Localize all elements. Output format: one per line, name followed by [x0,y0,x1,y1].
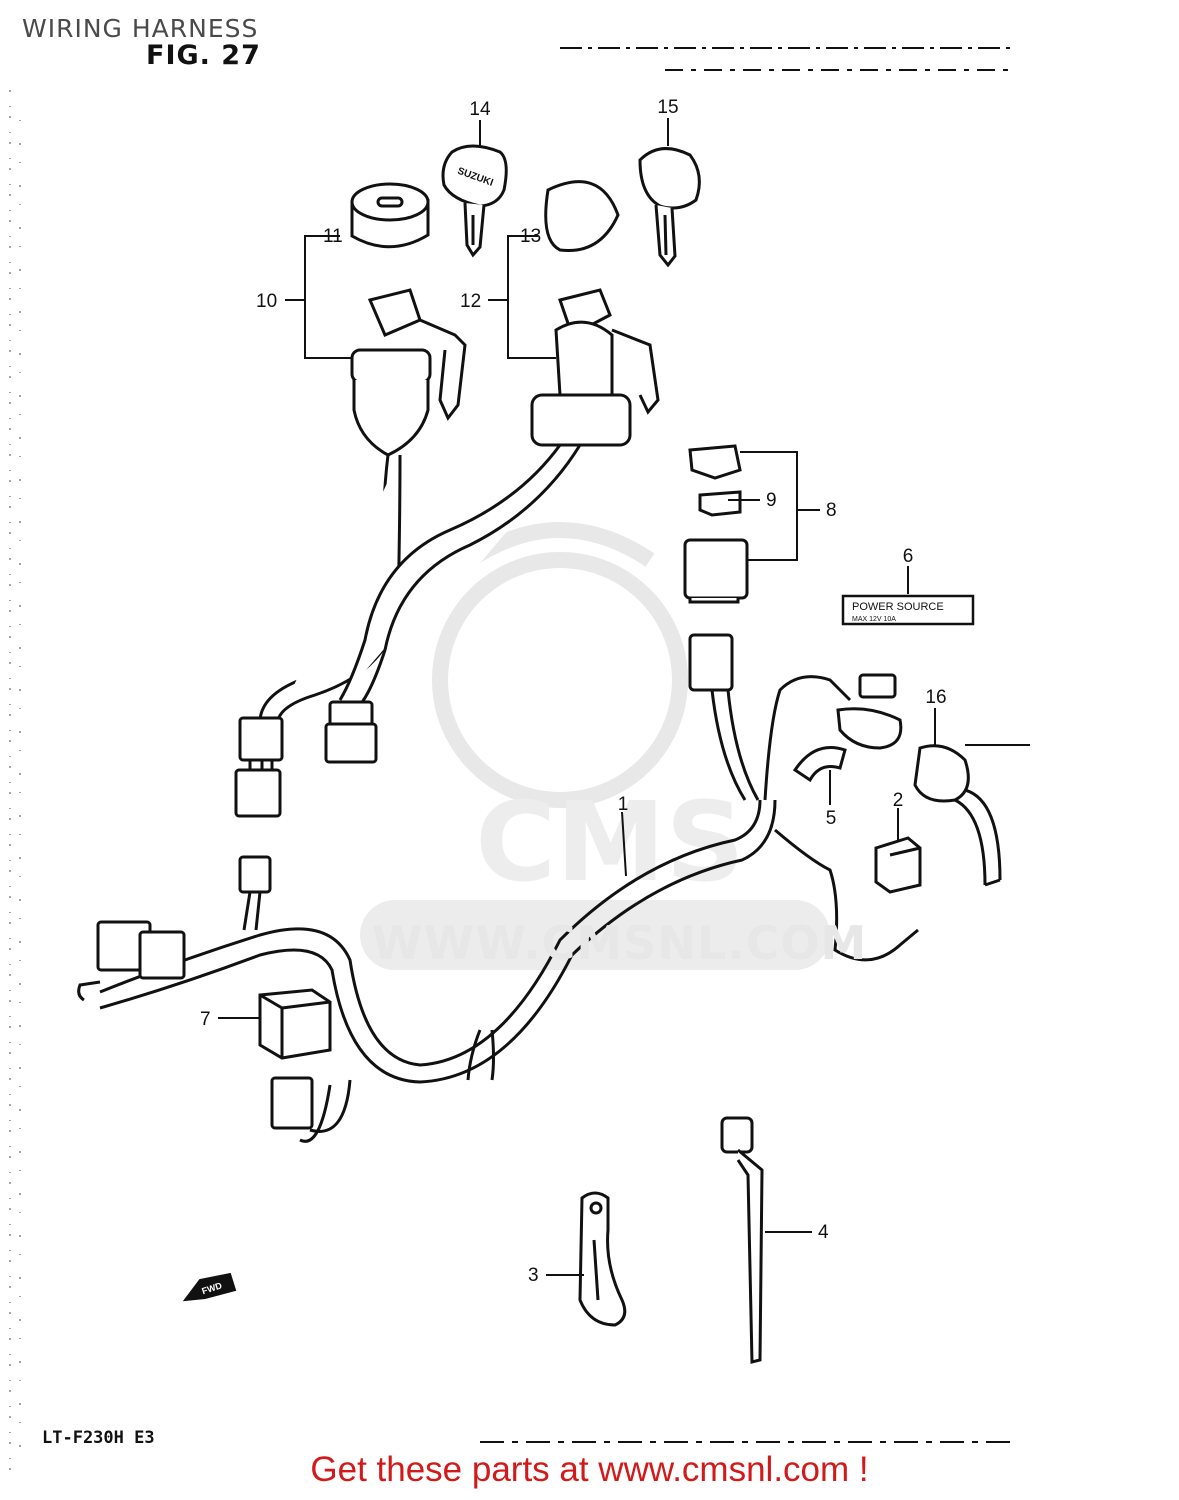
part-7-relay [258,988,332,1130]
callout-11: 11 [323,226,343,247]
callout-16: 16 [925,687,946,708]
model-code: LT-F230H E3 [42,1428,155,1448]
sticker-line1: POWER SOURCE [852,601,944,613]
callout-10: 10 [256,291,277,312]
watermark-logo-text: CMS [475,778,744,906]
part-14-key: SUZUKI [441,144,508,258]
figure-label: FIG. 27 [146,40,261,71]
part-11-cap [350,182,430,249]
header-rule [560,47,1010,71]
callout-numbers: 14 15 11 10 13 12 9 8 6 16 5 2 1 7 4 3 [200,97,947,1286]
get-parts-link[interactable]: Get these parts at www.cmsnl.com ! [310,1450,869,1489]
callout-5: 5 [826,808,837,829]
sticker-line2: MAX 12V 10A [852,616,896,623]
callout-14: 14 [469,99,491,120]
part-13-cap [544,180,620,253]
callout-1: 1 [618,794,629,815]
callout-2: 2 [893,790,904,811]
part-4-cable-tie [720,1116,764,1364]
part-15-key [638,147,701,268]
part-16-socket [836,673,1002,887]
part-1-harness [77,633,919,1143]
callout-13: 13 [520,226,541,247]
part-2-coupler [874,836,922,894]
callout-9: 9 [766,490,777,511]
callout-12: 12 [460,291,481,312]
callout-3: 3 [528,1265,539,1286]
part-3-clamp [578,1191,627,1327]
part-6-sticker: POWER SOURCE MAX 12V 10A [841,594,975,626]
callout-leaders [218,118,1030,1276]
callout-6: 6 [903,546,914,567]
callout-4: 4 [818,1222,829,1243]
part-12-switch [324,288,660,764]
part-5-clamp [792,746,847,783]
callout-7: 7 [200,1009,211,1030]
part-8-relay [683,444,749,604]
page-title: WIRING HARNESS [22,14,259,43]
fwd-arrow-icon: FWD [182,1272,237,1302]
callout-8: 8 [826,500,837,521]
scan-edge [9,90,21,1480]
callout-15: 15 [657,97,678,118]
